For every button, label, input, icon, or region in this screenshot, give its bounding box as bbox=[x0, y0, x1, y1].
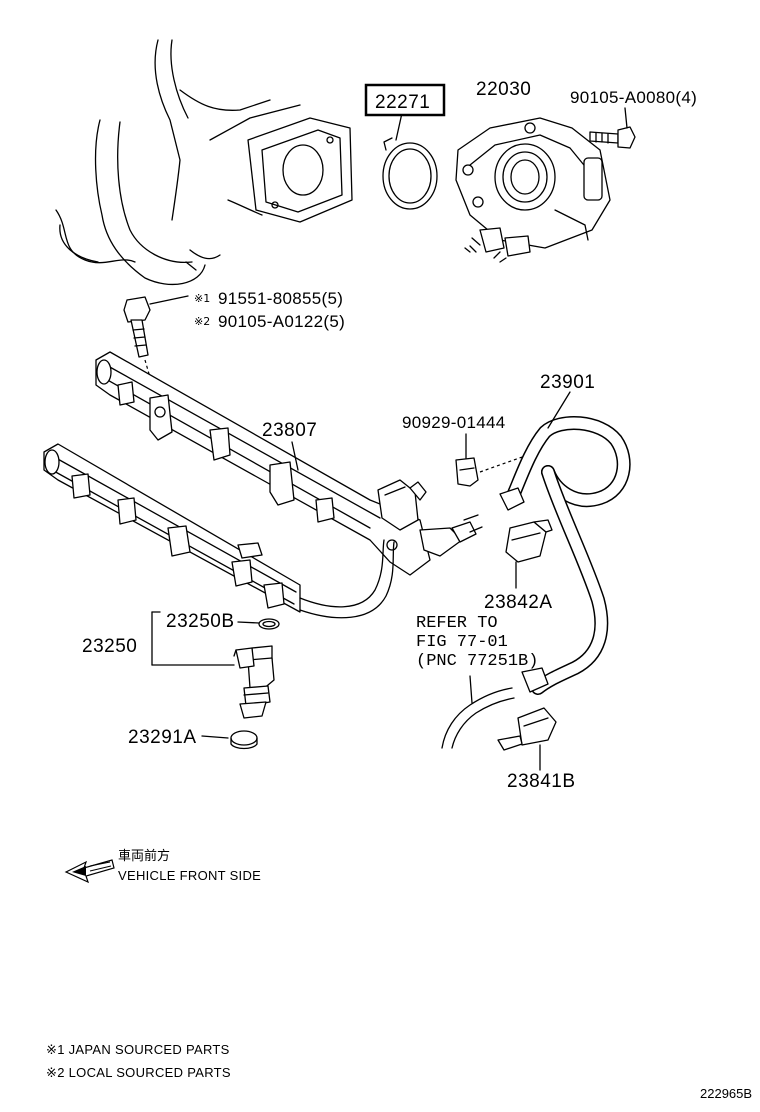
highlight-box bbox=[364, 83, 446, 117]
injector-23250-drawing bbox=[151, 611, 280, 750]
refer-line-3[interactable]: (PNC 77251B) bbox=[416, 652, 538, 671]
label-23807[interactable]: 23807 bbox=[262, 420, 317, 441]
legend-item-1: ※1 JAPAN SOURCED PARTS bbox=[46, 1042, 230, 1057]
mark-1: ※1 bbox=[194, 292, 210, 305]
connector-23842a-drawing bbox=[505, 519, 553, 589]
direction-label-en: VEHICLE FRONT SIDE bbox=[118, 868, 261, 883]
mark-2: ※2 bbox=[194, 315, 210, 328]
label-22030[interactable]: 22030 bbox=[476, 79, 531, 100]
label-23291a[interactable]: 23291A bbox=[128, 727, 197, 748]
fuel-delivery-pipe-23807-drawing bbox=[43, 351, 483, 619]
clip-23841b-drawing bbox=[497, 707, 557, 771]
label-23842a[interactable]: 23842A bbox=[484, 592, 553, 613]
bolt-91551-drawing bbox=[123, 295, 189, 406]
direction-label-jp: 車両前方 bbox=[118, 848, 170, 863]
fuel-line-refer-drawing bbox=[441, 675, 515, 749]
label-23841b[interactable]: 23841B bbox=[507, 771, 576, 792]
label-90105-a0122[interactable]: 90105-A0122(5) bbox=[218, 312, 345, 331]
bolt-90105-a0080-drawing bbox=[589, 107, 636, 149]
left-arrow-icon bbox=[64, 859, 115, 884]
label-22271[interactable]: 22271 bbox=[375, 92, 430, 113]
fuel-hose-23901-drawing bbox=[499, 391, 631, 695]
label-23250b[interactable]: 23250B bbox=[166, 611, 235, 632]
refer-line-2: FIG 77-01 bbox=[416, 633, 508, 652]
throttle-body-22030-drawing bbox=[455, 117, 611, 263]
label-91551-80855[interactable]: 91551-80855(5) bbox=[218, 289, 343, 308]
label-23901[interactable]: 23901 bbox=[540, 372, 595, 393]
refer-line-1: REFER TO bbox=[416, 614, 498, 633]
legend-item-2: ※2 LOCAL SOURCED PARTS bbox=[46, 1065, 231, 1080]
figure-number: 222965B bbox=[700, 1086, 752, 1101]
intake-manifold-drawing bbox=[55, 39, 353, 286]
label-90105-a0080[interactable]: 90105-A0080(4) bbox=[570, 88, 697, 107]
label-90929-01444[interactable]: 90929-01444 bbox=[402, 413, 506, 432]
label-23250[interactable]: 23250 bbox=[82, 636, 137, 657]
clamp-90929-01444-drawing bbox=[455, 433, 529, 487]
gasket-22271-drawing bbox=[382, 112, 438, 210]
